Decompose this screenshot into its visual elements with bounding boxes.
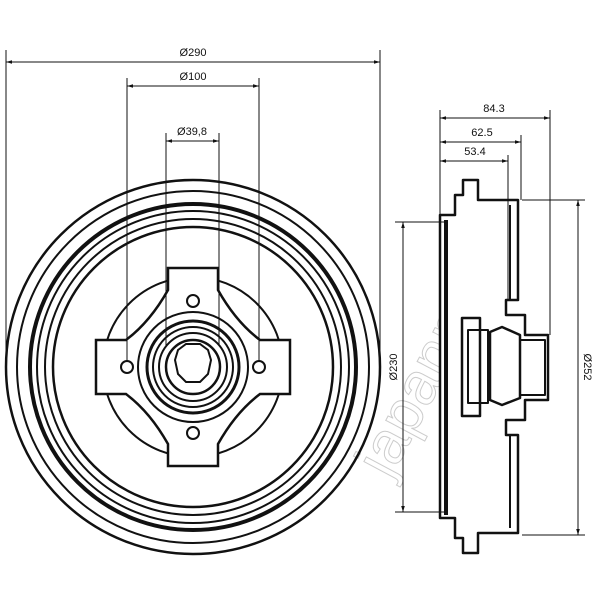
dim-outer-label: Ø290 <box>180 47 207 59</box>
front-view <box>4 178 382 556</box>
side-view <box>438 178 550 555</box>
dim-height-3-label: 53.4 <box>464 146 485 158</box>
dim-height-2-label: 62.5 <box>471 127 492 139</box>
bolt-hole <box>186 294 200 308</box>
bolt-hole <box>186 426 200 440</box>
dim-total-height-label: 84.3 <box>483 103 504 115</box>
dim-center-bore-label: Ø39,8 <box>177 126 207 138</box>
side-dimensions <box>395 110 585 536</box>
dim-inner-diameter-label: Ø230 <box>388 354 400 381</box>
front-dimensions <box>5 50 381 367</box>
dim-outer-diameter-label: Ø252 <box>581 354 593 381</box>
dim-bolt-circle-label: Ø100 <box>180 71 207 83</box>
